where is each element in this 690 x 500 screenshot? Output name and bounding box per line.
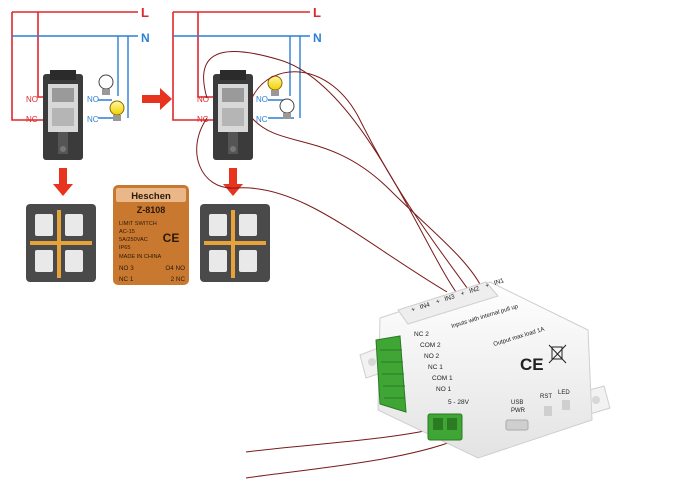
arrow-down-icon	[223, 168, 243, 196]
pin-no1: NO 1	[436, 386, 452, 393]
bulb-off-icon	[279, 98, 295, 119]
usb-label: USB	[511, 400, 523, 406]
signal-wires	[196, 50, 485, 479]
live-label-left: L	[141, 5, 149, 20]
neutral-label-right: N	[313, 31, 322, 45]
pin-plus-3: +	[435, 298, 441, 306]
card-ce-mark: CE	[163, 231, 180, 245]
card-nc1: NC 1	[119, 276, 134, 283]
card-no3: NO 3	[119, 265, 134, 272]
nc-label-right: NC	[197, 115, 209, 124]
top-pin-labels: + IN4 + IN3 + IN2 + IN1	[410, 277, 505, 314]
card-brand: Heschen	[131, 191, 171, 202]
led-label: LED	[558, 390, 570, 396]
pin-plus-1: +	[485, 282, 491, 290]
no-label-right: NO	[197, 95, 209, 104]
nc-label-left-right: NC	[87, 115, 99, 124]
neutral-label-left: N	[141, 31, 150, 45]
card-no4: O4 NO	[165, 265, 185, 272]
no-label-left-right: NO	[87, 95, 99, 104]
rst-label: RST	[540, 394, 552, 400]
pin-in4: IN4	[419, 301, 431, 311]
no-label-right-right: NO	[256, 95, 268, 104]
pin-plus-2: +	[460, 290, 466, 298]
card-nc2: 2 NC	[171, 276, 186, 283]
side-pin-labels: NC 2 COM 2 NO 2 NC 1 COM 1 NO 1 5 - 28V	[414, 331, 470, 406]
weee-bin-icon	[548, 344, 567, 364]
pin-plus-4: +	[410, 306, 416, 314]
bulb-on-icon	[109, 100, 125, 121]
pin-nc2: NC 2	[414, 331, 429, 338]
no-label-left: NO	[26, 95, 38, 104]
pin-in3: IN3	[444, 293, 456, 303]
card-model: Z-8108	[137, 205, 166, 215]
power-label: 5 - 28V	[448, 399, 470, 406]
card-line4: IP65	[119, 245, 131, 251]
bulb-off-icon	[98, 74, 114, 95]
relay-module	[359, 281, 611, 459]
pin-no2: NO 2	[424, 353, 440, 360]
pin-com1: COM 1	[432, 375, 453, 382]
pin-nc1: NC 1	[428, 364, 443, 371]
pin-com2: COM 2	[420, 342, 441, 349]
card-line2: AC-15	[119, 229, 135, 235]
pin-in2: IN2	[468, 285, 480, 295]
terminal-block-left	[26, 204, 96, 282]
module-ce-mark: CE	[520, 355, 544, 374]
live-label-right: L	[313, 5, 321, 20]
pin-in1: IN1	[493, 277, 505, 287]
card-line3: 5A/250VAC	[119, 237, 148, 243]
limit-switch-right	[213, 70, 253, 160]
arrow-down-icon	[53, 168, 73, 196]
switch-label-card: Heschen Z-8108 LIMIT SWITCH AC-15 5A/250…	[113, 185, 189, 285]
nc-label-right-right: NC	[256, 115, 268, 124]
terminal-block-right	[200, 204, 270, 282]
pwr-label: PWR	[511, 408, 526, 414]
right-circuit: L N NO NC NO NC	[172, 5, 322, 160]
card-line1: LIMIT SWITCH	[119, 221, 157, 227]
arrow-right-icon	[142, 88, 172, 110]
limit-switch-left	[43, 70, 83, 160]
nc-label-left: NC	[26, 115, 38, 124]
bulb-on-icon	[267, 75, 283, 96]
card-line5: MADE IN CHINA	[119, 254, 162, 260]
left-circuit: L N NO NC NO NC	[11, 5, 150, 160]
